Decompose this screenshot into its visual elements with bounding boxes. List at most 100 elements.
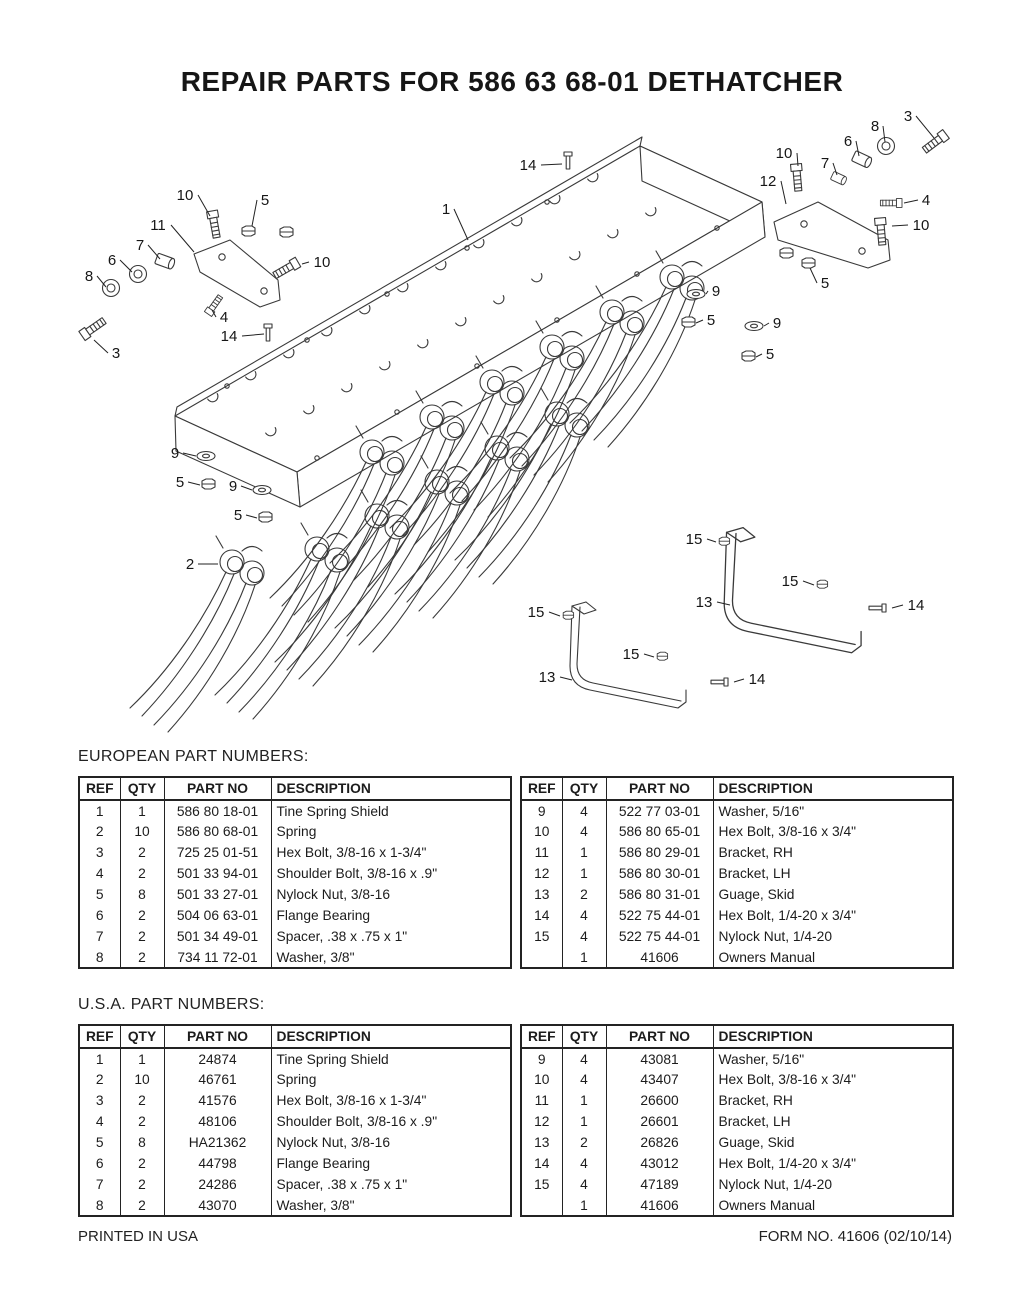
table-cell: 586 80 65-01 [605,821,713,842]
table-cell: 8 [95,1197,104,1213]
hex-bolt-small-drawing [563,151,573,170]
hex-bolt-small-drawing [263,323,273,342]
table-cell: 1 [119,800,164,821]
callout-label: 5 [261,192,269,209]
nylock-nut-small-drawing [562,610,575,620]
callout-leader-line [96,275,107,288]
table-cell [521,1195,562,1216]
column-header-part-no: PART NO [163,777,271,801]
table-cell: 586 80 30-01 [605,863,713,884]
column-header-description: DESCRIPTION [712,1025,953,1049]
table-cell: 4 [561,926,606,947]
table-cell: 24286 [163,1174,271,1195]
column-header-ref: REF [79,1025,120,1049]
table-cell: Spacer, .38 x .75 x 1" [270,1174,511,1195]
table-cell: Guage, Skid [712,1132,953,1153]
table-cell: HA21362 [163,1132,271,1153]
table-cell: Hex Bolt, 3/8-16 x 3/4" [712,1069,953,1090]
table-cell: 4 [561,821,606,842]
washer-drawing [876,136,896,156]
table-cell: Washer, 3/8" [270,947,511,968]
table-cell: 2 [119,926,164,947]
table-cell: 4 [561,1069,606,1090]
callout-label: 5 [766,346,774,363]
table-cell: 2 [561,884,606,905]
callout-leader-line [809,267,818,284]
table-cell: Spring [270,821,511,842]
section-heading-european: EUROPEAN PART NUMBERS: [78,748,309,765]
callout-label: 6 [844,133,852,150]
callout-leader-line [241,333,265,337]
table-cell: 504 06 63-01 [163,905,271,926]
table-cell: 586 80 18-01 [163,800,271,821]
nylock-nut-drawing [279,226,294,238]
table-cell: 10 [534,824,550,839]
callout-leader-line [891,224,909,227]
table-cell [521,947,562,968]
callout-label: 7 [821,155,829,172]
table-cell: 725 25 01-51 [163,842,271,863]
callout-leader-line [245,514,258,519]
table-cell: 11 [534,1093,549,1108]
bracket-rh-drawing [193,239,281,308]
table-cell: 14 [534,908,550,923]
callout-label: 8 [871,118,879,135]
nylock-nut-drawing [741,350,756,362]
callout-leader-line [197,194,211,217]
table-cell: 522 77 03-01 [605,800,713,821]
table-cell: Guage, Skid [712,884,953,905]
table-cell: 8 [95,949,104,965]
callout-label: 15 [782,573,799,590]
skid-gauge-drawing [723,526,862,654]
callout-leader-line [903,199,919,204]
callout-leader-line [147,244,161,260]
callout-label: 9 [773,315,781,332]
table-cell: 10 [119,821,164,842]
table-cell: Hex Bolt, 3/8-16 x 3/4" [712,821,953,842]
table-cell: Tine Spring Shield [270,1048,511,1069]
table-cell: 43012 [605,1153,713,1174]
table-cell: Flange Bearing [270,1153,511,1174]
table-cell: 2 [561,1132,606,1153]
spring-drawing [394,421,530,619]
shoulder-bolt-drawing [879,198,903,208]
table-cell: Nylock Nut, 1/4-20 [712,926,953,947]
table-cell: 15 [534,1177,550,1192]
table-cell: Hex Bolt, 1/4-20 x 3/4" [712,905,953,926]
table-cell: 41606 [605,947,713,968]
callout-leader-line [240,485,253,491]
table-cell: 6 [95,908,104,923]
spring-drawing [334,455,470,653]
callout-label: 1 [442,201,450,218]
callout-leader-line [780,180,787,205]
callout-leader-line [93,339,109,354]
nylock-nut-small-drawing [656,651,669,661]
hex-bolt-small-drawing [868,603,887,613]
table-cell: 501 34 49-01 [163,926,271,947]
table-cell: 47189 [605,1174,713,1195]
table-cell: 1 [95,803,104,819]
callout-label: 15 [623,646,640,663]
table-cell: 26826 [605,1132,713,1153]
callout-label: 14 [908,597,925,614]
column-header-part-no: PART NO [163,1025,271,1049]
callout-leader-line [802,580,815,586]
table-cell: Owners Manual [712,947,953,968]
